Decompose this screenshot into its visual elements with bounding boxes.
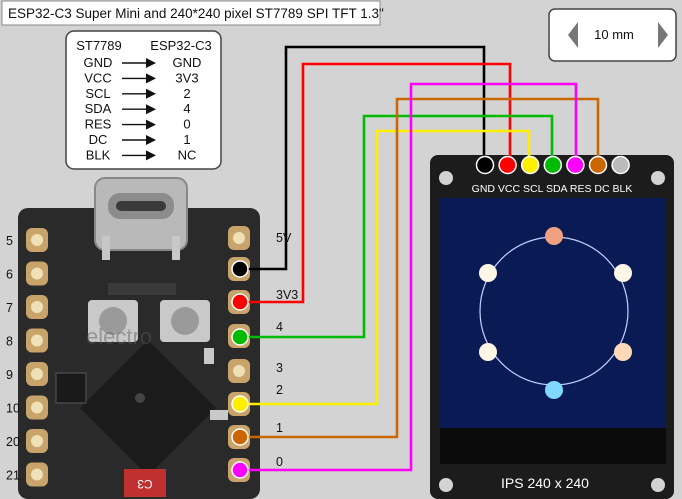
title-box: ESP32-C3 Super Mini and 240*240 pixel ST… [1, 0, 384, 26]
arrow-right-icon [146, 88, 156, 99]
left-pin-label: 10 [6, 402, 20, 416]
table-target-pin: GND [173, 55, 202, 70]
left-pad-hole [31, 267, 43, 280]
tft-pin-marker [498, 155, 517, 175]
table-header-st7789: ST7789 [76, 38, 122, 53]
left-pad-hole [31, 401, 43, 414]
arrow-right-icon [146, 104, 156, 115]
right-pin-label: 0 [276, 455, 283, 469]
left-pad-hole [31, 334, 43, 347]
table-source-pin: BLK [86, 147, 111, 162]
table-target-pin: 1 [183, 132, 190, 147]
arrow-right-icon [146, 150, 156, 161]
wire-end-marker [231, 461, 249, 479]
wire [240, 45, 486, 271]
left-pad-hole [31, 368, 43, 380]
table-header-esp32: ESP32-C3 [150, 38, 211, 53]
brand-watermark: electro [86, 324, 152, 349]
table-target-pin: NC [178, 147, 197, 162]
right-pin-label: 3 [276, 361, 283, 375]
scale-box: 10 mm [548, 8, 677, 62]
table-source-pin: SCL [85, 86, 110, 101]
wire-end-marker [231, 428, 249, 446]
right-pad-hole [233, 365, 245, 377]
right-pin-label: 4 [276, 320, 283, 334]
table-source-pin: GND [84, 55, 113, 70]
left-pin-label: 5 [6, 234, 13, 248]
left-pad-hole [31, 468, 43, 481]
chip-marking: C3 [137, 477, 153, 491]
left-pad-hole [31, 435, 43, 447]
arrow-right-icon [146, 58, 156, 68]
wire [240, 97, 600, 439]
scale-label: 10 mm [594, 27, 634, 42]
wire-end-marker [231, 260, 249, 278]
tft-bottom-label: IPS 240 x 240 [501, 475, 589, 491]
scale-right-arrow-icon [658, 22, 668, 48]
tft-pin-marker [566, 155, 585, 175]
screen-dot [545, 381, 563, 399]
left-pin-label: 6 [6, 268, 13, 282]
screen-dot [479, 343, 497, 361]
screen-dot [545, 227, 563, 245]
wires [240, 45, 600, 472]
chip-marking-sticker [124, 469, 166, 497]
left-pad-hole [31, 301, 43, 313]
table-target-pin: 4 [183, 101, 190, 116]
wire-end-marker [231, 293, 249, 311]
right-pin-label: 2 [276, 383, 283, 397]
diagram-title: ESP32-C3 Super Mini and 240*240 pixel ST… [8, 6, 384, 21]
table-source-pin: RES [85, 117, 112, 132]
screen-dot [479, 264, 497, 282]
arrow-right-icon [146, 119, 156, 130]
st7789-tft-module: GND VCC SCL SDA RES DC BLK IPS 240 x 240 [430, 155, 674, 499]
arrow-right-icon [146, 135, 156, 145]
left-pad-hole [31, 234, 43, 246]
arrow-right-icon [146, 73, 156, 84]
tft-pin-marker [520, 155, 540, 175]
wire [240, 114, 554, 339]
screen-dot [614, 343, 632, 361]
table-target-pin: 3V3 [175, 70, 198, 85]
wire [240, 62, 512, 304]
right-pad-hole [233, 232, 245, 244]
tft-pin-marker [543, 155, 563, 175]
left-pin-label: 21 [6, 469, 20, 483]
table-target-pin: 2 [183, 86, 190, 101]
wire-end-marker [231, 395, 249, 413]
right-pin-label: 1 [276, 421, 283, 435]
table-source-pin: DC [89, 132, 108, 147]
right-pin-label: 3V3 [276, 288, 298, 302]
screen-dot [614, 264, 632, 282]
wire-end-marker [231, 328, 249, 346]
tft-pin-labels: GND VCC SCL SDA RES DC BLK [472, 183, 633, 195]
table-source-pin: VCC [84, 70, 111, 85]
left-pin-label: 7 [6, 301, 13, 315]
tft-pin-marker [588, 155, 608, 175]
tft-pin-marker [475, 155, 495, 175]
scale-left-arrow-icon [568, 22, 578, 48]
wire [240, 129, 531, 406]
right-pin-label: 5V [276, 231, 292, 245]
table-target-pin: 0 [183, 117, 190, 132]
left-pin-label: 9 [6, 368, 13, 382]
left-pin-label: 8 [6, 335, 13, 349]
wire [240, 82, 578, 472]
table-source-pin: SDA [85, 101, 112, 116]
tft-pin-marker [611, 155, 630, 175]
left-pin-label: 20 [6, 435, 20, 449]
